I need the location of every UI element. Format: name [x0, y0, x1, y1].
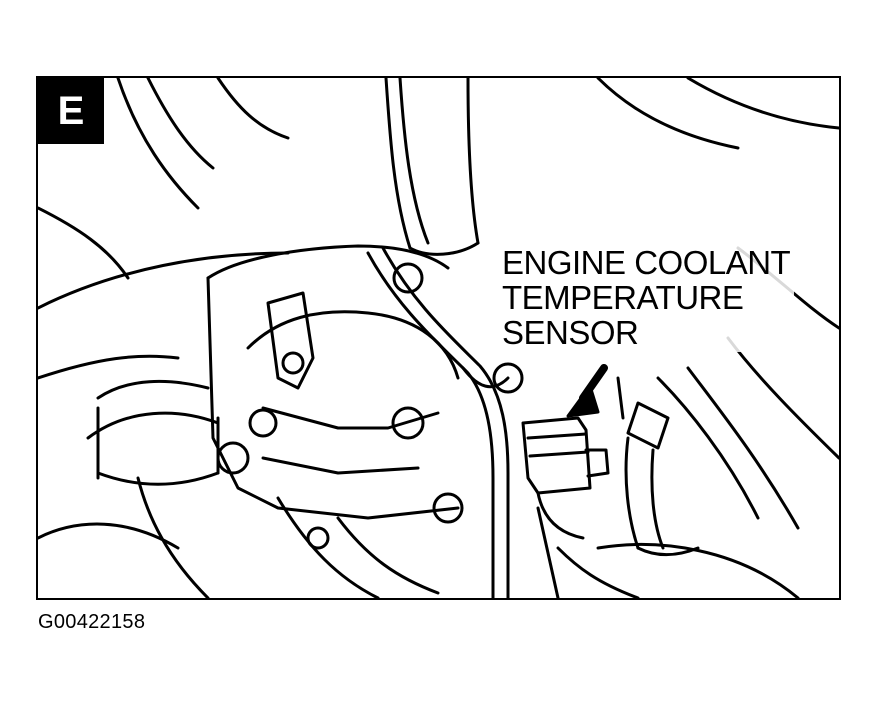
wiring-harness [366, 246, 510, 598]
coolant-temperature-sensor [521, 416, 610, 540]
engine-line-drawing [38, 78, 839, 598]
diagram-frame: E ENGINE COOLANT TEMPERATURE SENSOR [36, 76, 841, 600]
component-callout-label: ENGINE COOLANT TEMPERATURE SENSOR [498, 243, 795, 352]
panel-label-badge: E [38, 78, 104, 144]
housing-bolts [216, 262, 524, 550]
sensor-pointer-arrow [566, 364, 608, 418]
callout-line-1: ENGINE COOLANT [502, 244, 791, 281]
thermostat-housing [206, 244, 460, 598]
heater-hoses [596, 336, 839, 598]
upper-radiator-hose [38, 251, 290, 486]
callout-line-3: SENSOR [502, 314, 639, 351]
lower-engine-details [38, 476, 640, 598]
callout-line-2: TEMPERATURE [502, 279, 744, 316]
figure-reference-id: G00422158 [38, 611, 146, 633]
intake-tube [384, 78, 480, 256]
